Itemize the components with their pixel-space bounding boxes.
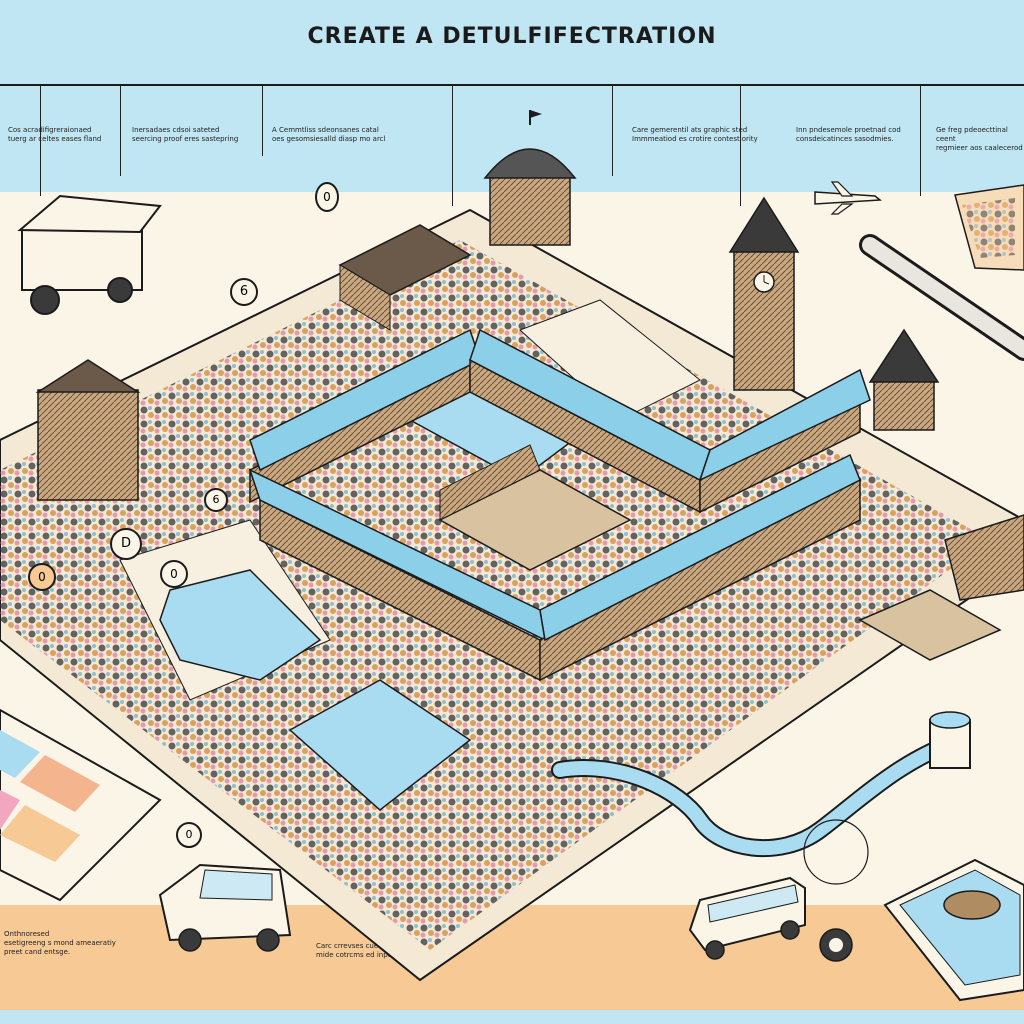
map-marker[interactable]: 0 xyxy=(176,822,202,848)
reflecting-pool xyxy=(288,679,472,811)
title-divider xyxy=(0,84,1024,86)
caption-leader xyxy=(452,86,453,206)
caption-text: Care gemerentil ats graphic sted xyxy=(632,126,748,134)
main-building-complex xyxy=(248,328,871,682)
caption-1: Cos acradifigreraionaed tuerg ar celtes … xyxy=(8,126,138,144)
page-title: CREATE A DETULFIFECTRATION xyxy=(307,23,717,49)
caption-text: Immmeatiod es crotire contestiority xyxy=(632,135,758,143)
east-workshop xyxy=(858,514,1024,661)
caption-5: Inn pndesemole proetnad cod consdeicatin… xyxy=(796,126,926,144)
caption-2: Inersadaes cdsoi sateted seercing proof … xyxy=(132,126,262,144)
caption-4: Care gemerentil ats graphic sted Immmeat… xyxy=(632,126,782,144)
caption-leader xyxy=(40,86,41,196)
river xyxy=(553,733,967,856)
mini-map-card-top-right xyxy=(954,184,1024,271)
chapel xyxy=(868,328,940,431)
caption-leader xyxy=(120,86,121,176)
stylus-illustration xyxy=(859,234,1024,361)
tablet-illustration xyxy=(883,858,1024,1002)
compass-rose xyxy=(819,928,853,962)
domed-rotunda xyxy=(483,110,577,246)
caption-text: Onthnoresed xyxy=(4,930,50,938)
caption-text: mide cotrcms ed inpesrenge. xyxy=(316,951,419,959)
map-marker[interactable]: 0 xyxy=(160,560,188,588)
vintage-car-illustration xyxy=(17,194,162,315)
map-marker[interactable]: D xyxy=(110,528,142,560)
bottom-caption-2: Carc crrevses cueerntien cdo mide cotrcm… xyxy=(316,942,466,960)
caption-text: tuerg ar celtes eases fland xyxy=(8,135,102,143)
bottom-sky-strip xyxy=(0,1010,1024,1024)
caption-text: Cos acradifigreraionaed xyxy=(8,126,92,134)
north-hall xyxy=(338,224,472,331)
map-marker[interactable]: 6 xyxy=(204,488,228,512)
west-mansion xyxy=(35,359,141,501)
caption-text: Inersadaes cdsoi sateted xyxy=(132,126,220,134)
airplane-illustration xyxy=(814,181,882,215)
caption-text: Carc crrevses cueerntien cdo xyxy=(316,942,418,950)
caption-3: A Cemmtliss sdeonsanes catal oes gesomsi… xyxy=(272,126,402,144)
title-bar: CREATE A DETULFIFECTRATION xyxy=(0,0,1024,72)
map-marker[interactable]: 0 xyxy=(315,182,339,212)
van-illustration-left xyxy=(158,863,292,952)
caption-leader xyxy=(262,86,263,156)
bottom-caption-1: Onthnoresed esetigreeng s mond ameaerati… xyxy=(4,930,154,957)
caption-text: oes gesomsiesalld diasp mo arcl xyxy=(272,135,386,143)
magnifier-lens xyxy=(803,819,869,885)
caption-text: preet cand entsge. xyxy=(4,948,71,956)
display-pedestal xyxy=(929,711,971,769)
caption-text: consdeicatinces sasodmies. xyxy=(796,135,894,143)
caption-text: regmieer aos caalecerod xyxy=(936,144,1023,152)
caption-text: Ge freg pdeoecttinal ceent xyxy=(936,126,1008,143)
legend-map-card xyxy=(0,708,162,902)
caption-text: Inn pndesemole proetnad cod xyxy=(796,126,901,134)
caption-text: esetigreeng s mond ameaeratiy xyxy=(4,939,116,947)
clock-tower xyxy=(728,196,800,391)
map-marker[interactable]: 0 xyxy=(28,563,56,591)
caption-text: seercing proof eres sastepring xyxy=(132,135,239,143)
caption-leader xyxy=(920,86,921,196)
caption-text: A Cemmtliss sdeonsanes catal xyxy=(272,126,379,134)
caption-leader xyxy=(740,86,741,206)
bus-illustration xyxy=(688,876,806,960)
caption-leader xyxy=(612,86,613,176)
caption-6: Ge freg pdeoecttinal ceent regmieer aos … xyxy=(936,126,1024,153)
map-marker[interactable]: 6 xyxy=(230,278,258,306)
pond xyxy=(159,569,322,681)
